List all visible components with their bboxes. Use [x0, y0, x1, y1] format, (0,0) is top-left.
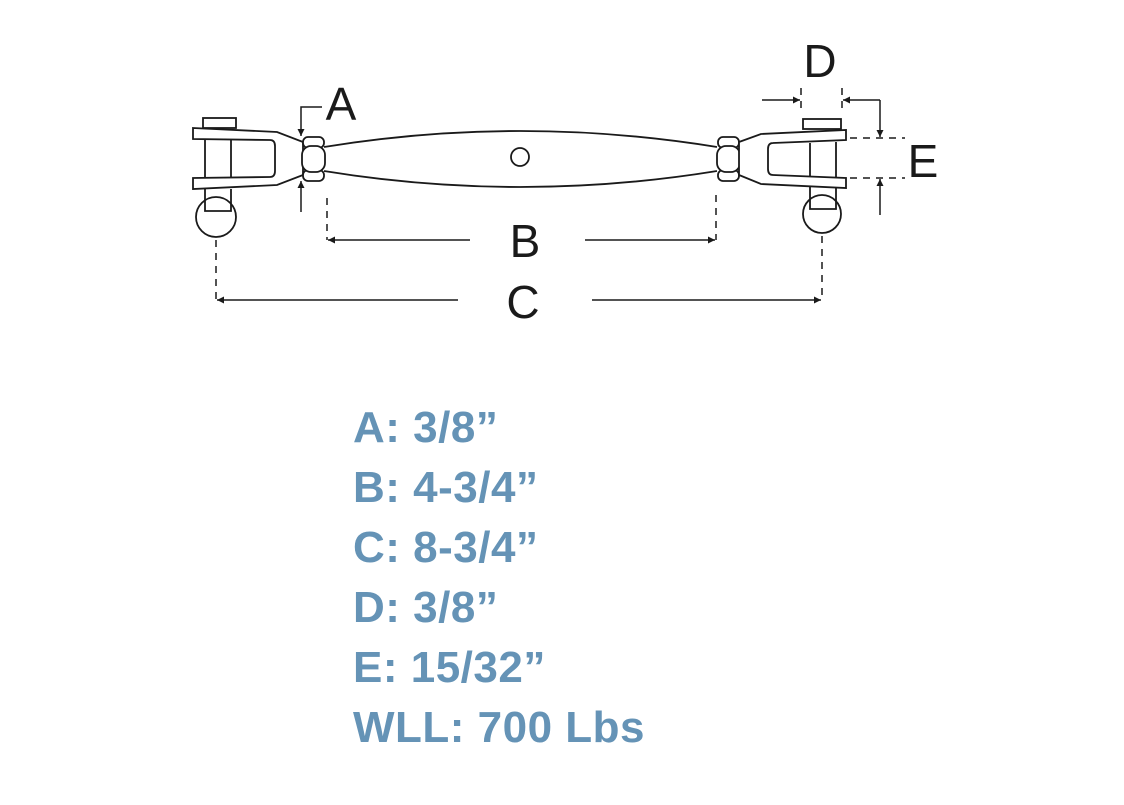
specifications-list: A: 3/8” B: 4-3/4” C: 8-3/4” D: 3/8” E: 1… — [353, 398, 645, 758]
spec-b: B: 4-3/4” — [353, 463, 539, 512]
label-e: E — [908, 135, 939, 187]
right-jaw — [738, 118, 847, 234]
spec-wll: WLL: 700 Lbs — [353, 703, 646, 752]
label-d: D — [803, 35, 836, 87]
label-c: C — [506, 276, 539, 328]
body-hole — [510, 147, 530, 167]
turnbuckle-body — [323, 130, 718, 188]
label-a: A — [326, 78, 357, 130]
label-b: B — [510, 215, 541, 267]
right-ring — [802, 194, 842, 234]
left-jaw — [192, 117, 305, 238]
spec-d: D: 3/8” — [353, 583, 499, 632]
spec-e: E: 15/32” — [353, 643, 546, 692]
turnbuckle-diagram: A B C D E — [192, 35, 939, 328]
right-nut — [716, 136, 741, 182]
spec-c: C: 8-3/4” — [353, 523, 539, 572]
left-ring — [195, 196, 237, 238]
spec-a: A: 3/8” — [353, 403, 499, 452]
left-nut — [301, 136, 326, 182]
